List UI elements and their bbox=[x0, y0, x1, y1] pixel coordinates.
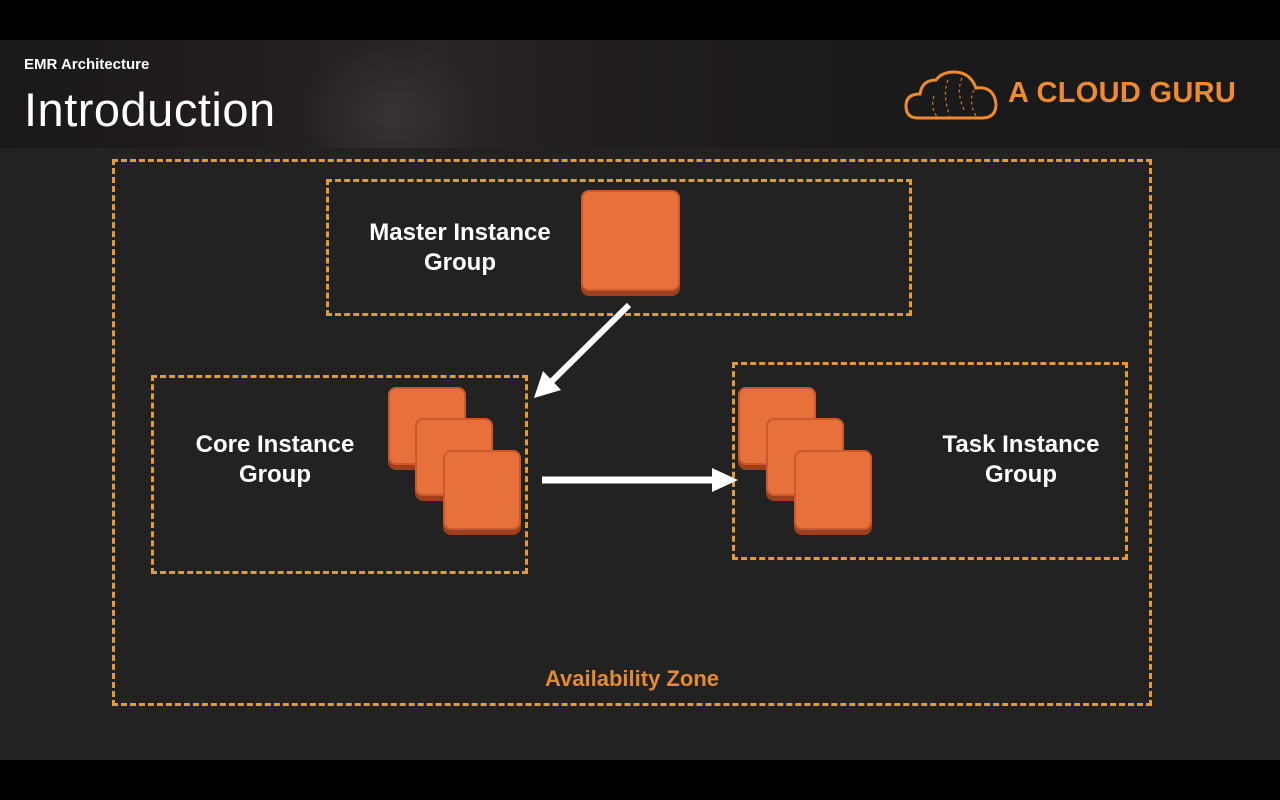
availability-zone bbox=[112, 159, 1152, 706]
core-group-text: Core Instance Group bbox=[195, 431, 355, 488]
slide-header: EMR Architecture Introduction A CLOUD GU… bbox=[0, 40, 1280, 148]
master-group-text: Master Instance Group bbox=[369, 219, 551, 276]
core-group-label: Core Instance Group bbox=[170, 430, 380, 490]
arrow-icon bbox=[534, 302, 632, 398]
arrow-icon bbox=[542, 468, 738, 492]
task-instance-group bbox=[732, 362, 1128, 560]
section-subtitle: EMR Architecture bbox=[24, 56, 150, 73]
connector-arrows bbox=[534, 302, 738, 492]
task-group-text: Task Instance Group bbox=[942, 431, 1100, 488]
brand-name: A CLOUD GURU bbox=[1008, 77, 1237, 109]
cloud-logo-icon bbox=[904, 70, 998, 120]
ec2-instance-icon bbox=[581, 190, 680, 291]
page-title: Introduction bbox=[24, 83, 276, 136]
core-instance-group bbox=[151, 375, 528, 574]
task-group-label: Task Instance Group bbox=[916, 430, 1126, 490]
slide: EMR Architecture Introduction A CLOUD GU… bbox=[0, 40, 1280, 760]
ec2-instance-icon bbox=[794, 450, 872, 530]
ec2-instance-icon bbox=[443, 450, 521, 530]
availability-zone-label: Availability Zone bbox=[544, 666, 719, 691]
master-group-label: Master Instance Group bbox=[350, 218, 570, 278]
